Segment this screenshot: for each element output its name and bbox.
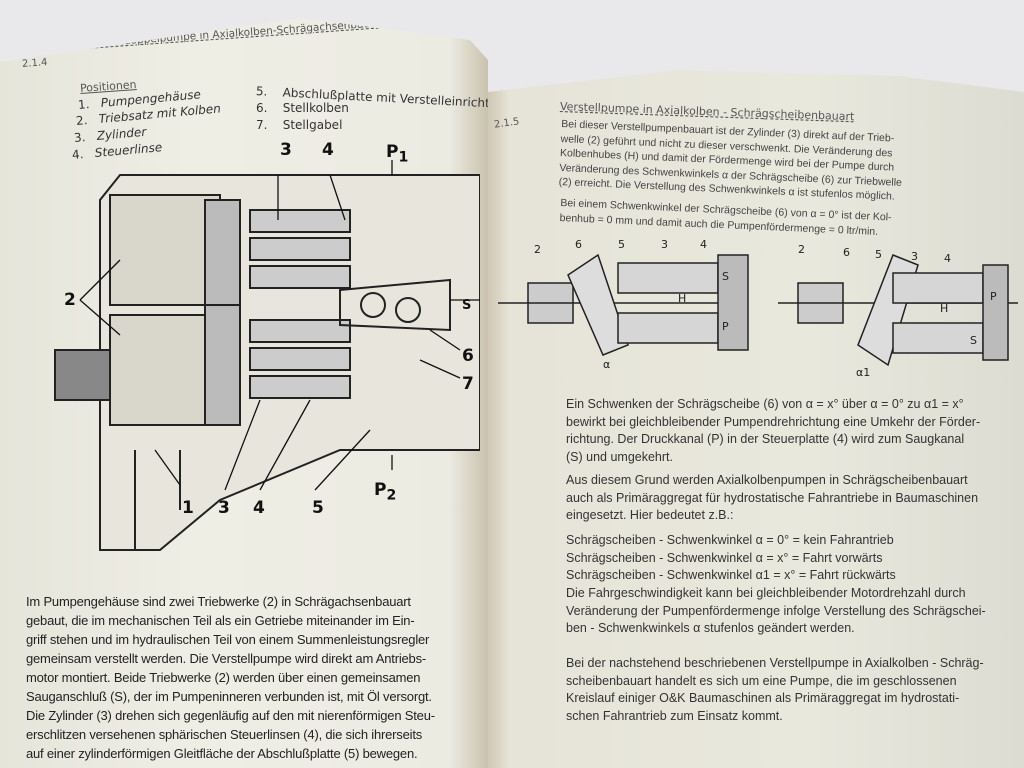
diag-right-label-3: 3 xyxy=(911,250,918,263)
position-num: 5. xyxy=(255,84,268,99)
table-row: Schrägscheiben - Schwenkwinkel α1 = x° =… xyxy=(566,568,896,582)
text-line: auch als Primäraggregat für hydrostatisc… xyxy=(566,490,979,505)
left-page: 2.1.4 Verstelldoppelpumpe in Axialkolben… xyxy=(0,18,488,768)
text-line: Sauganschluß (S), der im Pumpeninneren v… xyxy=(26,689,432,704)
paragraph-5: Die Fahrgeschwindigkeit kann bei gleichb… xyxy=(566,585,986,638)
text-line: Die Fahrgeschwindigkeit kann bei gleichb… xyxy=(566,586,966,600)
diag-right-label-5: 5 xyxy=(875,248,882,261)
diag-left-label-2: 2 xyxy=(534,243,541,256)
text-line: Im Pumpengehäuse sind zwei Triebwerke (2… xyxy=(26,594,411,609)
text-line: Veränderung der Pumpenfördermenge infolg… xyxy=(566,603,986,618)
text-line: ben - Schwenkwinkels α stufenlos geänder… xyxy=(566,621,855,635)
position-label: Zylinder xyxy=(96,124,147,143)
p2-subscript: 2 xyxy=(386,487,397,504)
positions-heading: Positionen xyxy=(79,78,137,95)
paragraph-4: Aus diesem Grund werden Axialkolbenpumpe… xyxy=(566,472,978,525)
position-label: Stellkolben xyxy=(282,101,349,115)
section-heading: Verstelldoppelpumpe in Axialkolben-Schrä… xyxy=(84,5,550,50)
paragraph-1: Bei dieser Verstellpumpenbauart ist der … xyxy=(558,117,904,204)
pump-cross-section-diagram xyxy=(54,160,480,551)
position-item: 7. Stellgabel xyxy=(256,118,342,132)
diagram-label-6: 6 xyxy=(462,346,474,366)
diag-left-label-p: P xyxy=(722,320,729,333)
paragraph-6: Bei der nachstehend beschriebenen Verste… xyxy=(566,655,984,725)
text-line: (S) und umgekehrt. xyxy=(566,449,673,464)
paragraph-3: Ein Schwenken der Schrägscheibe (6) von … xyxy=(566,396,980,466)
diagram-label-3-bottom: 3 xyxy=(218,498,230,518)
text-line: gebaut, die im mechanischen Teil als ein… xyxy=(26,613,415,628)
diagram-label-1: 1 xyxy=(182,498,194,518)
diag-left-label-5: 5 xyxy=(618,238,625,251)
diagram-label-5: 5 xyxy=(312,498,324,518)
diagram-label-4: 4 xyxy=(322,140,334,160)
text-line: griff stehen und im hydraulischen Teil v… xyxy=(26,632,430,647)
diagram-label-2: 2 xyxy=(64,290,76,310)
text-line: auf einer zylinderförmigen Gleitfläche d… xyxy=(26,746,418,761)
text-line: motor montiert. Beide Triebwerke (2) wer… xyxy=(26,670,421,685)
position-num: 2. xyxy=(75,113,89,128)
position-num: 6. xyxy=(256,101,268,115)
diag-left-label-s: S xyxy=(722,270,729,283)
left-body-text: Im Pumpengehäuse sind zwei Triebwerke (2… xyxy=(26,592,435,763)
diag-right-label-s: S xyxy=(970,334,977,347)
diag-left-label-6: 6 xyxy=(575,238,582,251)
text-line: scheibenbauart handelt es sich um eine P… xyxy=(566,673,957,688)
text-line: eingesetzt. Hier bedeutet z.B.: xyxy=(566,508,734,522)
position-num: 7. xyxy=(256,118,268,132)
text-line: bewirkt bei gleichbleibender Pumpendrehr… xyxy=(566,414,981,429)
diagram-label-s: S xyxy=(462,298,472,313)
diag-right-label-p: P xyxy=(990,290,997,303)
text-line: Ein Schwenken der Schrägscheibe (6) von … xyxy=(566,397,964,411)
section-number: 2.1.4 xyxy=(21,57,48,70)
diag-right-label-alpha1: α1 xyxy=(856,366,871,379)
diag-right-label-h: H xyxy=(940,302,949,315)
p1-letter: P xyxy=(386,142,399,162)
diagram-label-7: 7 xyxy=(462,374,474,394)
diag-left-label-h: H xyxy=(678,292,687,305)
right-page: 2.1.5 Verstellpumpe in Axialkolben - Sch… xyxy=(488,70,1024,768)
table-row: Schrägscheiben - Schwenkwinkel α = 0° = … xyxy=(566,533,894,547)
diagram-label-4-bottom: 4 xyxy=(253,498,265,518)
text-line: richtung. Der Druckkanal (P) in der Steu… xyxy=(566,432,965,446)
text-line: erschlitzen versehenen sphärischen Steue… xyxy=(26,727,423,742)
diagram-label-p2: P2 xyxy=(374,480,396,503)
text-line: gemeinsam verstellt werden. Die Verstell… xyxy=(26,651,427,666)
diag-right-label-4: 4 xyxy=(944,252,951,265)
section-number: 2.1.5 xyxy=(493,116,521,131)
angle-table: Schrägscheiben - Schwenkwinkel α = 0° = … xyxy=(566,532,896,585)
diag-right-label-2: 2 xyxy=(798,243,805,256)
position-num: 1. xyxy=(77,97,91,112)
diag-left-label-4: 4 xyxy=(700,238,707,251)
position-label: Stellgabel xyxy=(282,118,343,132)
text-line: schen Fahrantrieb zum Einsatz kommt. xyxy=(566,708,783,723)
position-num: 3. xyxy=(73,130,87,145)
diag-left-label-3: 3 xyxy=(661,238,668,251)
diag-right-label-6: 6 xyxy=(843,246,850,259)
p1-subscript: 1 xyxy=(398,149,409,166)
diag-left-label-alpha: α xyxy=(603,358,611,371)
text-line: Die Zylinder (3) drehen sich gegenläufig… xyxy=(26,708,435,723)
table-row: Schrägscheiben - Schwenkwinkel α = x° = … xyxy=(566,550,883,565)
text-line: Aus diesem Grund werden Axialkolbenpumpe… xyxy=(566,473,968,487)
p2-letter: P xyxy=(374,480,387,500)
diagram-label-3: 3 xyxy=(280,140,292,160)
paragraph-2: Bei einem Schwenkwinkel der Schrägscheib… xyxy=(559,196,892,239)
text-line: Kreislauf einiger O&K Baumaschinen als P… xyxy=(566,691,960,705)
position-item: 6. Stellkolben xyxy=(256,101,349,115)
swashplate-diagrams xyxy=(498,253,1018,367)
diagram-label-p1: P1 xyxy=(386,142,408,165)
text-line: Bei der nachstehend beschriebenen Verste… xyxy=(566,656,984,670)
